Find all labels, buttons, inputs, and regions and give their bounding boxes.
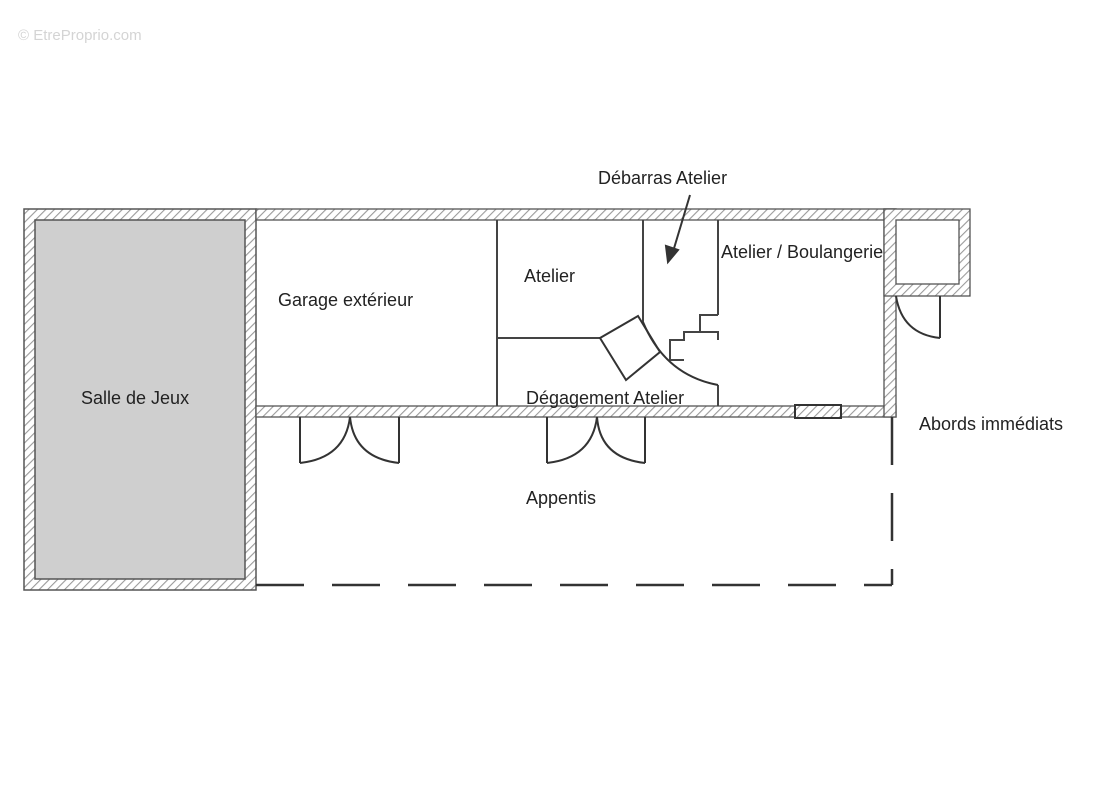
label-boulangerie: Atelier / Boulangerie bbox=[721, 242, 883, 262]
label-garage: Garage extérieur bbox=[278, 290, 413, 310]
small-annex bbox=[883, 208, 971, 297]
annex-interior bbox=[895, 219, 960, 285]
door-atelier bbox=[598, 314, 662, 382]
top-wall bbox=[255, 208, 897, 221]
debarras-arrow bbox=[664, 194, 691, 265]
label-appentis: Appentis bbox=[526, 488, 596, 508]
window-segment bbox=[794, 404, 842, 419]
interior-doors bbox=[598, 314, 719, 386]
label-atelier: Atelier bbox=[524, 266, 575, 286]
partition-step-1 bbox=[699, 314, 719, 340]
salle-interior bbox=[34, 219, 246, 580]
label-degagement: Dégagement Atelier bbox=[526, 388, 684, 408]
room-labels: Salle de Jeux Garage extérieur Atelier D… bbox=[81, 168, 1063, 508]
arrow-shaft bbox=[671, 194, 691, 256]
door-degagement-left-arc bbox=[546, 416, 598, 464]
arrow-head bbox=[664, 244, 680, 265]
watermark: © EtreProprio.com bbox=[18, 27, 142, 44]
door-garage-right-arc bbox=[349, 416, 400, 464]
door-degagement-right-arc bbox=[596, 416, 646, 464]
door-swing-debarras bbox=[642, 321, 719, 386]
exterior-doors bbox=[299, 295, 941, 464]
appentis-outline bbox=[256, 417, 894, 587]
door-annex-arc bbox=[895, 295, 941, 339]
label-debarras: Débarras Atelier bbox=[598, 168, 727, 188]
label-salle-de-jeux: Salle de Jeux bbox=[81, 388, 189, 408]
partitions bbox=[496, 220, 719, 406]
main-building-walls bbox=[255, 208, 897, 419]
label-boulangerie-clip: Atelier / Boulangerie bbox=[721, 242, 883, 262]
label-abords: Abords immédiats bbox=[919, 414, 1063, 434]
room-salle-de-jeux bbox=[23, 208, 257, 591]
partition-step-2 bbox=[669, 331, 700, 361]
door-garage-left-arc bbox=[299, 416, 351, 464]
